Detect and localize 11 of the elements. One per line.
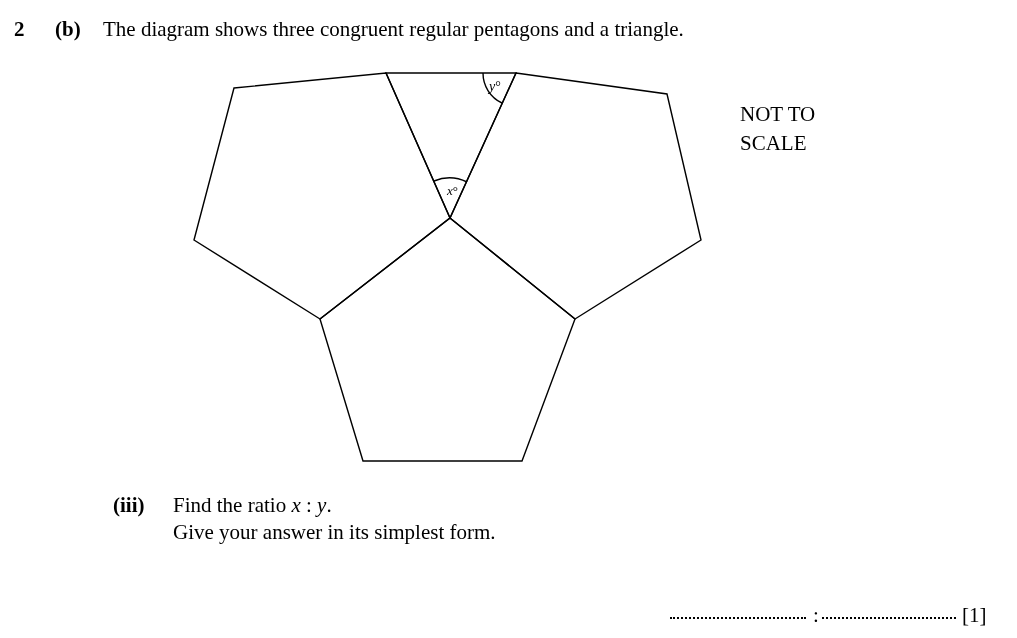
ratio-colon: : [813, 602, 819, 629]
scale-note: NOT TO SCALE [740, 101, 817, 157]
part-label: (b) [55, 16, 81, 43]
angle-label: y° [489, 78, 501, 96]
question-number: 2 [14, 16, 25, 43]
instruction-text: Find the ratio x : y. [173, 492, 332, 519]
instruction-text: Give your answer in its simplest form. [173, 519, 496, 546]
marks-label: [1] [962, 602, 987, 629]
question-text: The diagram shows three congruent regular pentagons and a triangle. [103, 16, 684, 43]
subpart-label: (iii) [113, 492, 145, 519]
angle-label: x° [447, 183, 458, 198]
